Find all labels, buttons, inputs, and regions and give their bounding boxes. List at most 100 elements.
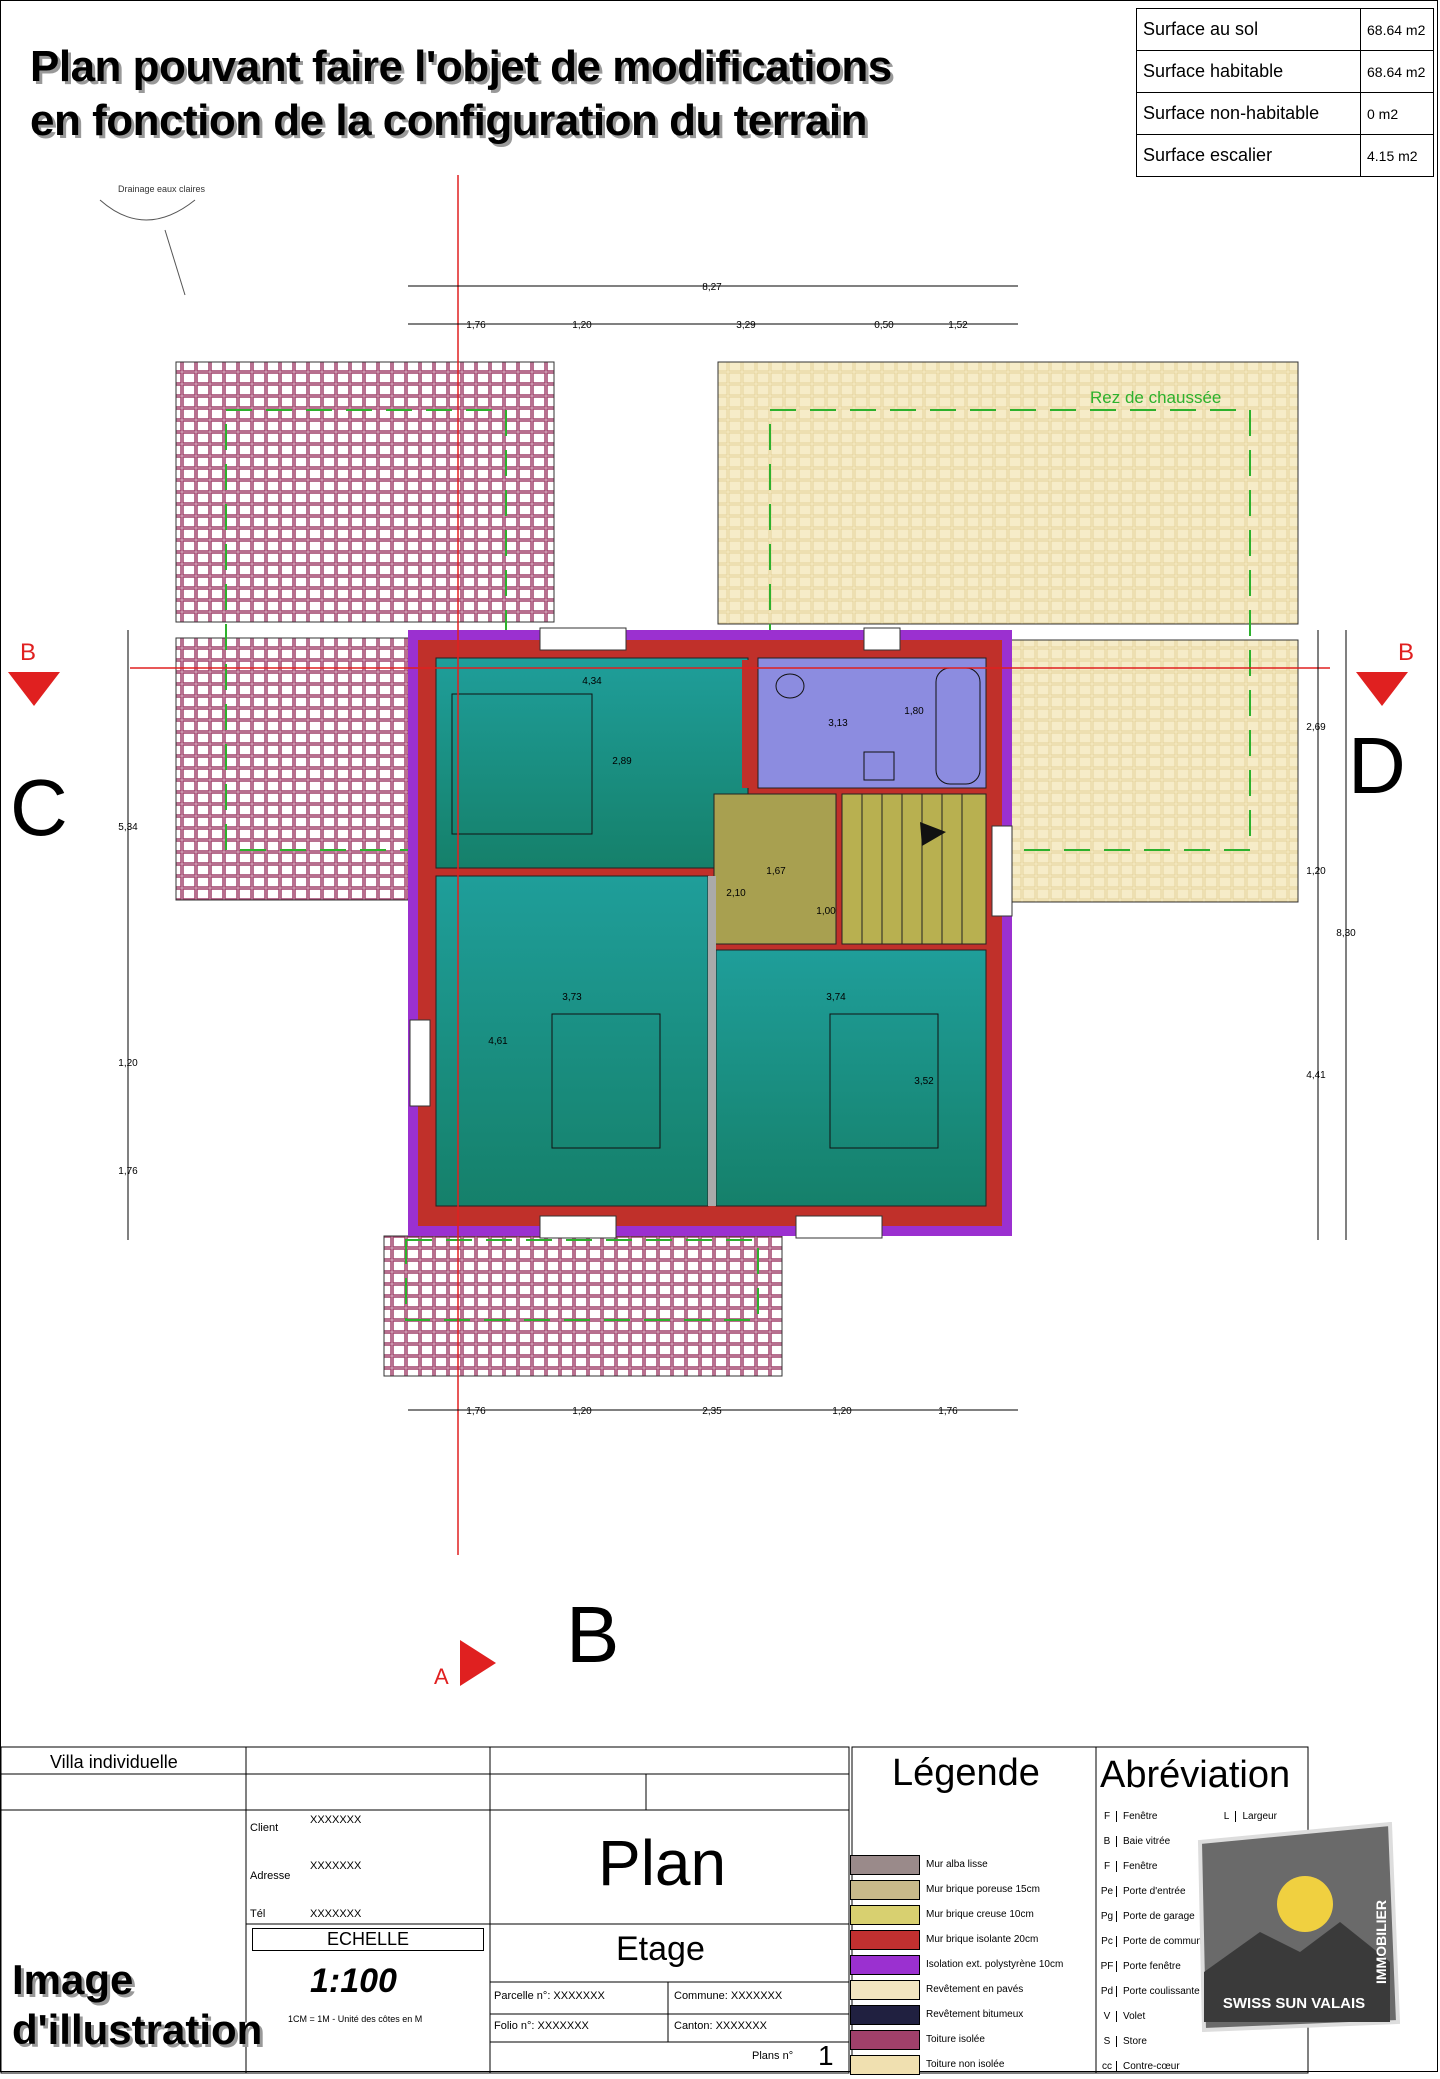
legend-label: Revêtement bitumeux bbox=[926, 2009, 1024, 2020]
plans-no: 1 bbox=[818, 2040, 834, 2071]
dimension-lines bbox=[127, 285, 1347, 1411]
section-label-a: A bbox=[434, 1664, 449, 1689]
dim-bottom: 1,20 bbox=[572, 1406, 592, 1417]
legend-swatch bbox=[850, 2029, 920, 2050]
surface-label: Surface non-habitable bbox=[1136, 92, 1361, 135]
window bbox=[409, 1019, 431, 1107]
dim-inner: 3,13 bbox=[828, 718, 848, 729]
legend-label: Mur alba lisse bbox=[926, 1859, 988, 1870]
plan-title: Plan bbox=[598, 1827, 727, 1899]
abbreviation-value: Porte de communication bbox=[1123, 1936, 1231, 1947]
dim-bottom: 2,35 bbox=[702, 1406, 722, 1417]
client-label: Client bbox=[250, 1822, 279, 1834]
dim-inner: 1,80 bbox=[904, 706, 924, 717]
surface-value: 4.15 m2 bbox=[1360, 134, 1434, 177]
legend-swatch bbox=[850, 1954, 920, 1975]
roof-top-left bbox=[175, 361, 555, 623]
roof-left bbox=[175, 637, 411, 901]
sink bbox=[863, 751, 895, 781]
scale-value: 1:100 bbox=[310, 1962, 397, 2000]
abbreviation-item: F Fenêtre bbox=[1098, 1854, 1310, 1879]
abbreviation-value: Fenêtre bbox=[1123, 1861, 1158, 1872]
legend-item: Revêtement bitumeux bbox=[850, 2002, 1110, 2027]
abbreviation-key: Pe bbox=[1098, 1886, 1117, 1897]
canton: Canton: XXXXXXX bbox=[674, 2020, 767, 2032]
abbreviation-key: Pc bbox=[1098, 1936, 1117, 1947]
legend-item: Mur brique creuse 10cm bbox=[850, 1902, 1110, 1927]
ground-floor-outline-bottom bbox=[405, 1239, 759, 1321]
dim-right: 1,20 bbox=[1306, 866, 1326, 877]
section-arrow-a bbox=[460, 1640, 496, 1686]
abbreviation-value: Fenêtre bbox=[1123, 1811, 1158, 1822]
surface-label: Surface habitable bbox=[1136, 50, 1361, 93]
drainage-leader bbox=[164, 229, 186, 296]
tel-label: Tél bbox=[250, 1908, 266, 1920]
abbreviation-value: Porte de garage bbox=[1123, 1911, 1195, 1922]
dim-right: 2,69 bbox=[1306, 722, 1326, 733]
dim-bottom: 1,20 bbox=[832, 1406, 852, 1417]
legend-swatch bbox=[850, 1854, 920, 1875]
section-label-b-right: B bbox=[1398, 639, 1414, 666]
abbreviation-value: Baie vitrée bbox=[1123, 1836, 1171, 1847]
dim-top: 1,76 bbox=[466, 320, 486, 331]
legend-swatch bbox=[850, 2004, 920, 2025]
toilet bbox=[775, 673, 805, 699]
dim-right: 4,41 bbox=[1306, 1070, 1326, 1081]
legend-label: Mur brique creuse 10cm bbox=[926, 1909, 1034, 1920]
dim-right: 8,30 bbox=[1336, 928, 1356, 939]
dimension-texts: 8,27 1,76 1,20 3,29 0,50 1,52 1,76 1,20 … bbox=[118, 282, 1356, 1417]
surface-label: Surface escalier bbox=[1136, 134, 1361, 177]
plan-subtitle: Etage bbox=[616, 1930, 705, 1968]
legend-label: Isolation ext. polystyrène 10cm bbox=[926, 1959, 1064, 1970]
abbreviation-item: Pg Porte de garage bbox=[1098, 1904, 1310, 1929]
dim-top: 1,52 bbox=[948, 320, 968, 331]
room-landing bbox=[713, 793, 837, 945]
drainage-label: Drainage eaux claires bbox=[118, 184, 206, 194]
dim-top: 0,50 bbox=[874, 320, 894, 331]
legend-swatch bbox=[850, 1929, 920, 1950]
abbreviation-value: Contre-cœur bbox=[1123, 2061, 1180, 2072]
dim-inner: 2,89 bbox=[612, 756, 632, 767]
abbreviation-key: PF bbox=[1098, 1961, 1117, 1972]
legend-swatch bbox=[850, 2054, 920, 2075]
parcelle: Parcelle n°: XXXXXXX bbox=[494, 1990, 605, 2002]
abbreviation-value: Porte coulissante bbox=[1123, 1986, 1200, 1997]
abbreviation-key: S bbox=[1098, 2036, 1117, 2047]
address-label: Adresse bbox=[250, 1870, 291, 1882]
dim-bottom: 1,76 bbox=[938, 1406, 958, 1417]
abbreviation-key: Pg bbox=[1098, 1911, 1117, 1922]
dim-left: 1,20 bbox=[118, 1058, 138, 1069]
project-name: Villa individuelle bbox=[50, 1752, 178, 1772]
client-value: XXXXXXX bbox=[310, 1814, 362, 1826]
abbreviation-key: F bbox=[1098, 1861, 1117, 1872]
illustration-notice: Image d'illustration bbox=[12, 1955, 262, 2055]
legend-label: Revêtement en pavés bbox=[926, 1984, 1024, 1995]
surface-value: 0 m2 bbox=[1360, 92, 1434, 135]
abbreviation-item: Pc Porte de communication bbox=[1098, 1929, 1310, 1954]
notice-line-2: en fonction de la configuration du terra… bbox=[30, 96, 868, 145]
dim-top: 1,20 bbox=[572, 320, 592, 331]
abbreviation-value: Porte d'entrée bbox=[1123, 1886, 1186, 1897]
dim-inner: 4,61 bbox=[488, 1036, 508, 1047]
illustration-line-2: d'illustration bbox=[12, 2006, 263, 2053]
abbreviation-item: Pe Porte d'entrée bbox=[1098, 1879, 1310, 1904]
window bbox=[991, 825, 1013, 917]
window bbox=[539, 1215, 617, 1239]
window bbox=[795, 1215, 883, 1239]
legend-item: Toiture non isolée bbox=[850, 2052, 1110, 2077]
bed bbox=[451, 693, 593, 835]
dim-left: 1,76 bbox=[118, 1166, 138, 1177]
scale-note: 1CM = 1M - Unité des côtes en M bbox=[288, 2014, 423, 2024]
dim-top-total: 8,27 bbox=[702, 282, 722, 293]
bed bbox=[829, 1013, 939, 1149]
dim-inner: 1,67 bbox=[766, 866, 786, 877]
dim-inner: 3,74 bbox=[826, 992, 846, 1003]
illustration-line-1: Image bbox=[12, 1956, 134, 2003]
